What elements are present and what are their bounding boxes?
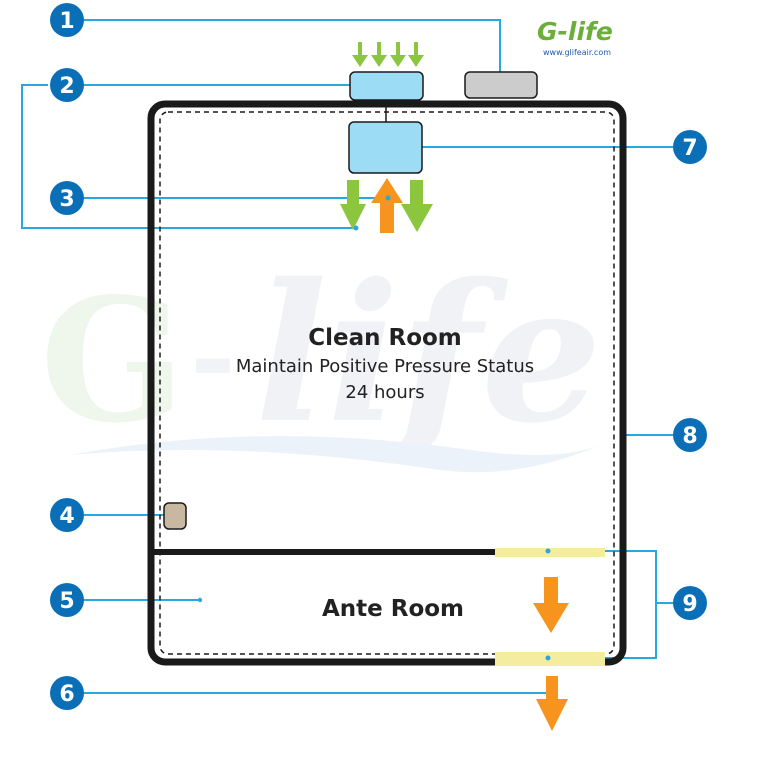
supply-arrow-right (401, 180, 433, 232)
marker-7: 7 (673, 130, 707, 164)
marker-8: 8 (673, 418, 707, 452)
svg-text:8: 8 (682, 424, 697, 449)
svg-text:2: 2 (59, 74, 74, 99)
leader-2-loop (21, 84, 356, 229)
exit-arrow (536, 676, 568, 731)
marker-9: 9 (673, 586, 707, 620)
marker-6: 6 (50, 676, 84, 710)
marker-5: 5 (50, 583, 84, 617)
airflow-arrows (340, 178, 433, 233)
svg-text:3: 3 (59, 187, 74, 212)
supply-arrow-left (340, 180, 366, 230)
room-outer-wall (147, 100, 627, 666)
marker-3: 3 (50, 181, 84, 215)
air-purifier-unit (348, 121, 423, 174)
marker-1: 1 (50, 3, 84, 37)
logo: G-life www.glifeair.com (537, 17, 613, 57)
leader-dots (353, 195, 551, 661)
svg-text:5: 5 (59, 589, 74, 614)
ante-room-point (197, 597, 203, 603)
clean-room-duration: 24 hours (345, 382, 424, 403)
marker-4: 4 (50, 498, 84, 532)
logo-brand: G-life (537, 17, 613, 46)
watermark: G - life (40, 242, 602, 473)
svg-text:4: 4 (59, 504, 74, 529)
watermark-dash: - (190, 292, 236, 421)
air-intake-unit (349, 71, 424, 101)
svg-text:6: 6 (59, 682, 74, 707)
intake-arrow-2 (371, 42, 387, 67)
leader-1 (67, 19, 501, 72)
svg-text:7: 7 (682, 136, 697, 161)
leader-lines (21, 19, 688, 694)
intake-arrow-4 (408, 42, 424, 67)
return-arrow-up (371, 178, 403, 233)
marker-2: 2 (50, 68, 84, 102)
watermark-swoosh (70, 436, 600, 473)
intake-arrow-1 (352, 42, 368, 67)
room-inner-boundary (159, 111, 615, 655)
intake-arrow-3 (390, 42, 406, 67)
clean-room-subtitle: Maintain Positive Pressure Status (236, 356, 534, 377)
intake-arrows (352, 42, 424, 67)
logo-website: www.glifeair.com (543, 48, 611, 57)
svg-text:9: 9 (682, 592, 697, 617)
clean-room-title: Clean Room (308, 325, 462, 351)
svg-text:1: 1 (59, 9, 74, 34)
exterior-unit (464, 71, 538, 99)
ante-room-title: Ante Room (322, 596, 464, 622)
control-switch (163, 502, 187, 530)
watermark-g: G (40, 261, 185, 461)
watermark-life: life (255, 242, 602, 465)
ante-room-arrow (533, 577, 569, 633)
